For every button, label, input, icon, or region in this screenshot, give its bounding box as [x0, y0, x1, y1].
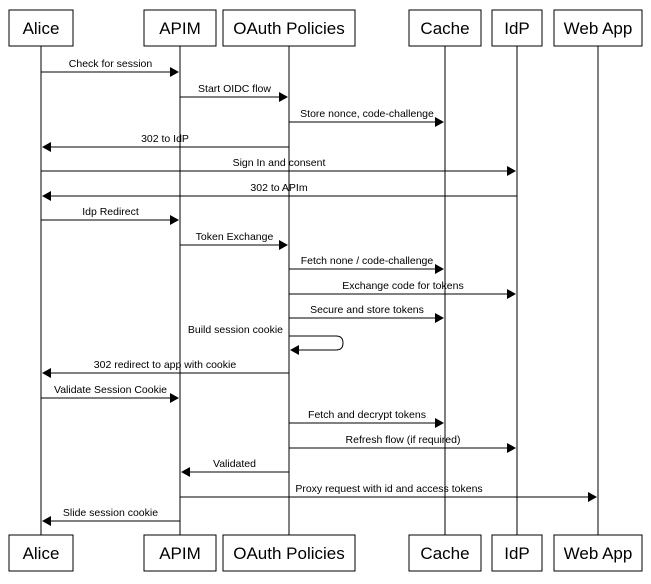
- message-8: Token Exchange: [180, 231, 288, 250]
- message-2: Start OIDC flow: [180, 83, 288, 102]
- message-label: Fetch none / code-challenge: [301, 255, 434, 267]
- message-arrowhead: [435, 418, 444, 428]
- actor-apim-top: APIM: [143, 9, 217, 47]
- actors-bottom: Alice APIM OAuth Policies Cache IdP Web App: [8, 534, 643, 572]
- message-label: Store nonce, code-challenge: [300, 108, 434, 120]
- message-label: Fetch and decrypt tokens: [308, 409, 426, 421]
- message-label: Build session cookie: [188, 324, 283, 336]
- message-6: 302 to APIm: [42, 182, 517, 201]
- actor-label: Cache: [420, 544, 469, 563]
- lifelines: [40, 46, 599, 535]
- message-17: Validated: [181, 458, 289, 477]
- actor-box: [8, 9, 74, 47]
- message-arrowhead: [42, 368, 51, 378]
- actor-label: Web App: [564, 544, 633, 563]
- actor-box: [222, 9, 356, 47]
- actor-idp-top: IdP: [491, 9, 543, 47]
- message-15: Fetch and decrypt tokens: [289, 409, 444, 428]
- message-label: Exchange code for tokens: [342, 280, 463, 292]
- message-label: 302 to APIm: [250, 182, 307, 194]
- message-label: Sign In and consent: [233, 157, 326, 169]
- actor-label: APIM: [159, 544, 201, 563]
- message-arrowhead: [170, 393, 179, 403]
- message-arrowhead: [507, 166, 516, 176]
- actor-webapp-top: Web App: [553, 9, 643, 47]
- message-arrowhead: [42, 516, 51, 526]
- message-arrowhead: [435, 313, 444, 323]
- message-arrowhead: [181, 467, 190, 477]
- message-9: Fetch none / code-challenge: [289, 255, 444, 274]
- message-11: Secure and store tokens: [289, 304, 444, 323]
- message-label: Proxy request with id and access tokens: [295, 483, 482, 495]
- message-arrowhead: [290, 345, 299, 355]
- actor-box: [143, 534, 217, 572]
- actor-webapp-bottom: Web App: [553, 534, 643, 572]
- actor-label: Web App: [564, 19, 633, 38]
- message-label: Refresh flow (if required): [346, 434, 461, 446]
- message-13: 302 redirect to app with cookie: [42, 359, 289, 378]
- message-10: Exchange code for tokens: [289, 280, 516, 299]
- actor-label: OAuth Policies: [233, 544, 345, 563]
- message-18: Proxy request with id and access tokens: [180, 483, 597, 502]
- message-label: Secure and store tokens: [310, 304, 424, 316]
- actor-box: [553, 534, 643, 572]
- actor-label: IdP: [504, 19, 530, 38]
- actor-box: [491, 534, 543, 572]
- actor-cache-bottom: Cache: [408, 534, 482, 572]
- message-arrowhead: [435, 264, 444, 274]
- message-arrowhead: [435, 117, 444, 127]
- message-label: Token Exchange: [196, 231, 274, 243]
- actor-box: [553, 9, 643, 47]
- actor-label: Cache: [420, 19, 469, 38]
- actor-label: Alice: [23, 544, 60, 563]
- message-arrowhead: [42, 142, 51, 152]
- actor-label: OAuth Policies: [233, 19, 345, 38]
- message-12: Build session cookie: [188, 324, 344, 355]
- actor-idp-bottom: IdP: [491, 534, 543, 572]
- message-label: 302 to IdP: [141, 133, 189, 145]
- message-label: 302 redirect to app with cookie: [94, 359, 237, 371]
- actor-box: [408, 9, 482, 47]
- actor-box: [143, 9, 217, 47]
- message-label: Validated: [213, 458, 256, 470]
- actor-alice-top: Alice: [8, 9, 74, 47]
- actor-apim-bottom: APIM: [143, 534, 217, 572]
- message-3: Store nonce, code-challenge: [289, 108, 444, 127]
- actor-oauth-bottom: OAuth Policies: [222, 534, 356, 572]
- actor-box: [222, 534, 356, 572]
- message-arrowhead: [279, 92, 288, 102]
- message-line: [289, 335, 344, 351]
- message-7: Idp Redirect: [41, 206, 179, 225]
- message-label: Validate Session Cookie: [54, 384, 167, 396]
- message-arrowhead: [588, 492, 597, 502]
- actor-oauth-top: OAuth Policies: [222, 9, 356, 47]
- message-label: Start OIDC flow: [198, 83, 271, 95]
- message-16: Refresh flow (if required): [289, 434, 516, 453]
- actor-label: Alice: [23, 19, 60, 38]
- message-4: 302 to IdP: [42, 133, 289, 152]
- message-1: Check for session: [41, 58, 179, 77]
- message-arrowhead: [170, 67, 179, 77]
- message-5: Sign In and consent: [41, 157, 516, 176]
- message-arrowhead: [42, 191, 51, 201]
- actors-top: Alice APIM OAuth Policies Cache IdP Web App: [8, 9, 643, 47]
- actor-box: [8, 534, 74, 572]
- actor-box: [491, 9, 543, 47]
- message-label: Idp Redirect: [82, 206, 139, 218]
- message-label: Check for session: [69, 58, 153, 70]
- message-arrowhead: [507, 289, 516, 299]
- actor-box: [408, 534, 482, 572]
- message-arrowhead: [170, 215, 179, 225]
- message-19: Slide session cookie: [42, 507, 180, 526]
- message-14: Validate Session Cookie: [41, 384, 179, 403]
- actor-label: IdP: [504, 544, 530, 563]
- actor-label: APIM: [159, 19, 201, 38]
- message-arrowhead: [507, 443, 516, 453]
- actor-alice-bottom: Alice: [8, 534, 74, 572]
- message-label: Slide session cookie: [63, 507, 158, 519]
- message-arrowhead: [279, 240, 288, 250]
- actor-cache-top: Cache: [408, 9, 482, 47]
